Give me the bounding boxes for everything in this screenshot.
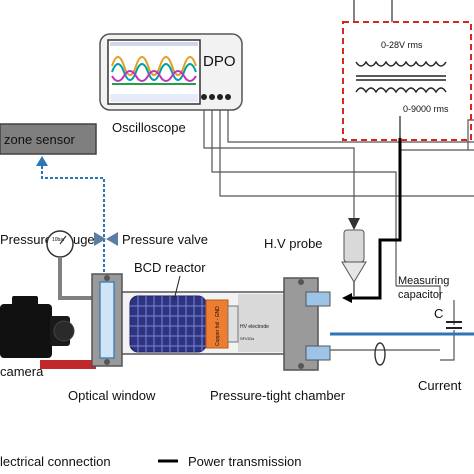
probe-arrow	[348, 218, 360, 230]
power-arrow-head	[342, 293, 352, 303]
legend: lectrical connection Power transmission	[0, 454, 301, 469]
trace-yellow	[111, 56, 197, 76]
camera	[0, 296, 96, 369]
gauge-pipe	[58, 257, 96, 300]
valve-left	[94, 232, 106, 246]
ozone-sensor: zone sensor	[0, 123, 97, 155]
gauge-needle	[59, 235, 67, 245]
power-lines	[348, 138, 402, 300]
hv-probe	[341, 218, 367, 296]
channel-knob	[225, 94, 231, 100]
channel-knob	[209, 94, 215, 100]
reactor-mesh	[129, 295, 207, 353]
camera-top	[12, 296, 38, 306]
chamber-shade	[238, 294, 288, 352]
reactor-mesh-lines	[130, 296, 206, 352]
camera-lens-ring	[53, 320, 75, 342]
wire-dpo-current	[219, 102, 474, 197]
flange-bolts	[104, 275, 304, 369]
optical-window	[99, 281, 115, 359]
transformer: 0-28V rms 0-9000 rms	[342, 0, 472, 141]
pressure-valve-label: Pressure valve	[122, 232, 208, 247]
oscilloscope-label: Oscilloscope	[112, 120, 186, 135]
oscilloscope-status-bar	[110, 94, 198, 102]
measuring-capacitor-label-2: capacitor	[398, 289, 443, 301]
probe-tip	[341, 261, 367, 283]
camera-label: camera	[0, 364, 44, 379]
measuring-capacitor-label-1: Measuring	[398, 275, 449, 287]
dpo-label: DPO	[203, 53, 236, 70]
bcd-reactor-label: BCD reactor	[134, 260, 206, 275]
trace-magenta	[111, 70, 197, 82]
camera-mount	[40, 360, 96, 369]
hv-electrode-rod	[227, 305, 239, 343]
capacitor-letter: C	[434, 306, 443, 321]
hv-electrode-small: SF/GDs	[240, 336, 254, 341]
oscilloscope: DPO	[99, 33, 243, 111]
gas-line	[41, 164, 105, 282]
current-label: Current	[418, 378, 462, 393]
pressure-valve: Pressure valve	[94, 232, 208, 247]
channel-knob	[201, 94, 207, 100]
capacitor-symbol	[446, 321, 462, 329]
legend-electrical-label: lectrical connection	[0, 454, 111, 469]
bcd-reactor-pointer	[173, 275, 181, 301]
gauge-dial-text: 10bar	[52, 237, 65, 243]
transformer-high-label: 0-9000 rms	[403, 104, 449, 114]
wire-dpo-hv-probe	[203, 102, 355, 225]
probe-body	[343, 229, 365, 263]
connector-top	[305, 291, 331, 307]
transformer-core	[356, 75, 446, 81]
primary-winding	[355, 60, 447, 67]
current-probe-ring	[374, 342, 386, 366]
optical-window-label: Optical window	[68, 388, 156, 403]
wire-dpo-capacitor	[211, 102, 397, 286]
pressure-gauge: 10bar	[46, 230, 96, 300]
wire-dpo-right	[227, 102, 474, 143]
wire-capacitor-branch	[396, 285, 441, 300]
legend-power-label: Power transmission	[188, 454, 301, 469]
hv-probe-label: H.V probe	[264, 236, 323, 251]
power-line-hv	[348, 138, 402, 300]
valve-right	[106, 232, 118, 246]
oscilloscope-screen-bar	[110, 42, 198, 46]
camera-body	[0, 304, 52, 358]
pressure-tight-chamber-label: Pressure-tight chamber	[210, 388, 346, 403]
ozone-sensor-label: zone sensor	[4, 132, 75, 147]
transformer-low-label: 0-28V rms	[381, 40, 423, 50]
channel-knob	[217, 94, 223, 100]
hv-electrode-label: HV electrode	[240, 324, 269, 330]
wire-capacitor-ground	[440, 300, 455, 361]
gas-line-arrow	[36, 156, 48, 166]
copper-foil-label: Copper foil - GND	[215, 306, 221, 346]
connector-bottom	[305, 345, 331, 361]
secondary-winding	[355, 87, 447, 94]
ozone-sensor-box	[0, 123, 97, 155]
bcd-reactor: Copper foil - GND HV electrode SF/GDs	[129, 295, 269, 353]
transformer-box	[342, 21, 472, 141]
transformer-input-leads	[353, 0, 393, 22]
